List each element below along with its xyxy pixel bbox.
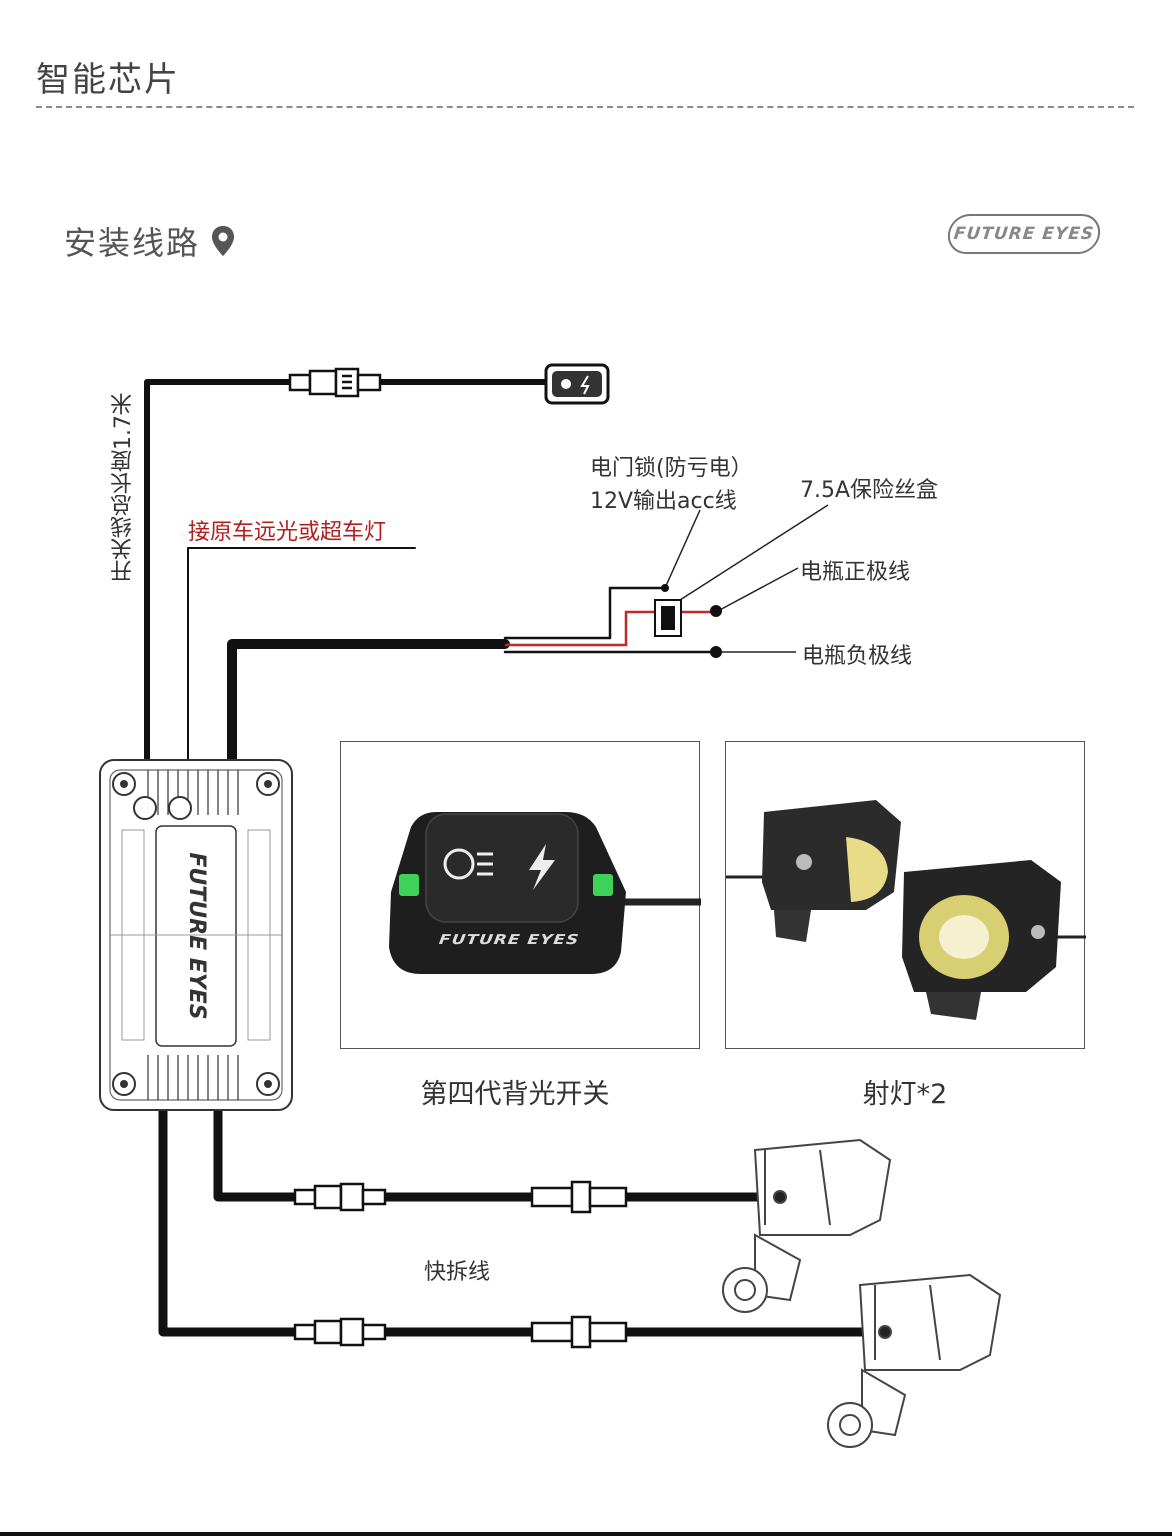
- fuse-box: [654, 599, 682, 637]
- map-pin-icon: [212, 226, 235, 256]
- negative-terminal: [710, 646, 722, 658]
- positive-terminal: [710, 605, 722, 617]
- high-beam-wire: [187, 547, 416, 761]
- page-title: 智能芯片: [36, 60, 180, 100]
- ignition-label-line2: 12V输出acc线: [590, 489, 737, 514]
- switch-led-right: [593, 874, 613, 896]
- fuse-box-label: 7.5A保险丝盒: [800, 478, 939, 503]
- battery-negative-label: 电瓶负极线: [802, 644, 913, 669]
- switch-photo-panel: FUTURE EYES: [340, 741, 701, 1049]
- ignition-label-line1: 电门锁(防亏电）: [590, 456, 753, 481]
- quick-release-label: 快拆线: [424, 1260, 491, 1285]
- high-beam-label: 接原车远光或超车灯: [188, 520, 387, 545]
- section-title: 安装线路: [64, 224, 201, 262]
- spotlights-image: [726, 800, 1086, 1020]
- dashed-divider: [36, 106, 1134, 108]
- quick-connectors: [293, 1180, 628, 1349]
- spotlight-caption: 射灯*2: [862, 1079, 948, 1110]
- battery-positive-label: 电瓶正极线: [800, 560, 911, 585]
- switch-length-label: 开关线总长度1.7米: [111, 393, 136, 582]
- switch-caption: 第四代背光开关: [420, 1079, 610, 1110]
- section-heading: 安装线路: [64, 218, 236, 264]
- switch-module-icon: [544, 363, 610, 405]
- bottom-border: [0, 1532, 1172, 1536]
- acc-junction: [661, 584, 669, 592]
- controller-box: [99, 759, 293, 1111]
- backlit-switch-image: [389, 812, 701, 974]
- switch-led-left: [399, 874, 419, 896]
- controller-logo: FUTURE EYES: [184, 852, 209, 1019]
- spotlight-photo-panel: [725, 741, 1086, 1049]
- spotlight-drawing-2: [827, 1273, 1002, 1448]
- switch-connector: [288, 367, 382, 398]
- lamp-wire-1: [213, 1105, 765, 1202]
- switch-wire: [144, 379, 548, 763]
- power-harness: [227, 639, 510, 765]
- switch-product-text: FUTURE EYES: [437, 932, 581, 948]
- lamp-wire-2: [158, 1105, 875, 1337]
- spotlight-drawing-1: [722, 1138, 892, 1313]
- acc-wire: [503, 586, 667, 640]
